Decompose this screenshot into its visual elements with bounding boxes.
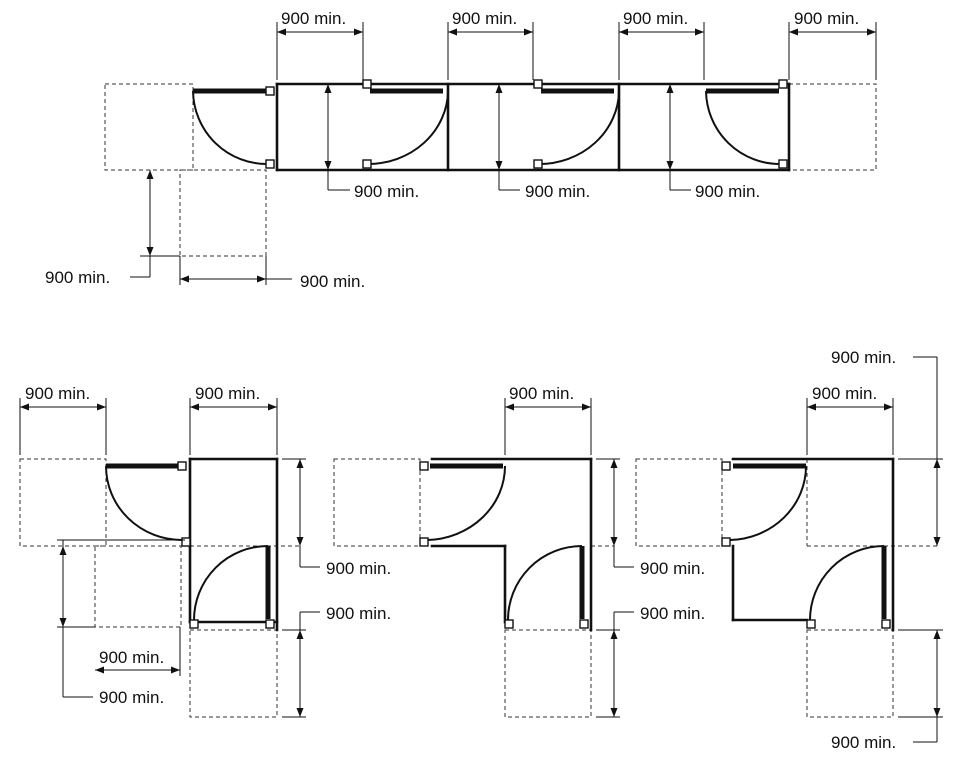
clearance-zones bbox=[19, 458, 300, 718]
dimension-label: 900 min. bbox=[452, 9, 517, 28]
clearance-zone bbox=[504, 629, 592, 718]
clearance-zone bbox=[179, 169, 267, 257]
door-hinges bbox=[265, 79, 788, 169]
door-swing-arc bbox=[192, 90, 269, 166]
hinge bbox=[504, 619, 514, 629]
door-swing-arc bbox=[507, 545, 583, 621]
dimension-label: 900 min. bbox=[640, 604, 705, 623]
bottom-left-cubicle: 900 min. 900 min. 900 min. 900 min. 900 … bbox=[19, 384, 391, 718]
cubicle-walls bbox=[731, 457, 895, 632]
hinge bbox=[721, 461, 731, 471]
hinge bbox=[806, 619, 816, 629]
dimension-label: 900 min. bbox=[640, 559, 705, 578]
dimension-lines bbox=[19, 398, 320, 718]
hinge bbox=[265, 159, 275, 169]
dimension-label: 900 min. bbox=[99, 688, 164, 707]
dimension-label: 900 min. bbox=[326, 559, 391, 578]
bottom-right-cubicle: 900 min. 900 min. 900 min. bbox=[635, 348, 943, 752]
dimension-labels: 900 min. 900 min. 900 min. 900 min. 900 … bbox=[25, 384, 391, 707]
hinge bbox=[419, 461, 429, 471]
hinge bbox=[362, 159, 372, 169]
hinge bbox=[579, 619, 589, 629]
dimension-label: 900 min. bbox=[812, 384, 877, 403]
clearance-zone bbox=[104, 83, 194, 171]
arrowheads bbox=[20, 28, 941, 717]
clearance-zone bbox=[635, 458, 723, 547]
door-hinges bbox=[177, 461, 275, 629]
door-swing-arc bbox=[705, 90, 782, 166]
dimension-label: 900 min. bbox=[99, 648, 164, 667]
dimension-label: 900 min. bbox=[695, 182, 760, 201]
door-swing-arc bbox=[105, 465, 183, 541]
hinge bbox=[721, 537, 731, 547]
cubicle-walls bbox=[275, 82, 791, 172]
cubicle-doors bbox=[105, 463, 271, 621]
door-swing-arc bbox=[809, 545, 885, 621]
bottom-middle-cubicle: 900 min. 900 min. 900 min. bbox=[333, 384, 705, 718]
door-hinges bbox=[721, 461, 891, 629]
cubicle-walls bbox=[430, 457, 593, 632]
clearance-zone bbox=[788, 83, 877, 171]
top-row-dimensions bbox=[130, 22, 877, 285]
hinge bbox=[419, 537, 429, 547]
dimension-label: 900 min. bbox=[300, 272, 365, 291]
door-swing-arc bbox=[367, 90, 449, 165]
dimension-label: 900 min. bbox=[794, 9, 859, 28]
dimension-label: 900 min. bbox=[354, 182, 419, 201]
dimension-lines bbox=[504, 398, 634, 718]
cubicle-walls bbox=[188, 457, 279, 632]
dimension-label: 900 min. bbox=[623, 9, 688, 28]
door-hinges bbox=[419, 461, 589, 629]
door-swing-arc bbox=[538, 90, 620, 165]
hinge bbox=[778, 159, 788, 169]
door-swing-arc bbox=[427, 465, 506, 541]
clearance-zone bbox=[189, 629, 278, 718]
hinge bbox=[362, 79, 372, 89]
hinge bbox=[533, 79, 543, 89]
hinge bbox=[177, 461, 187, 471]
hinge bbox=[265, 86, 275, 96]
door-swing-arc bbox=[193, 545, 269, 621]
hinge bbox=[533, 159, 543, 169]
hinge bbox=[778, 79, 788, 89]
cubicle-doors bbox=[192, 88, 782, 166]
dimension-label: 900 min. bbox=[831, 733, 896, 752]
clearance-zone bbox=[333, 458, 421, 547]
clearance-zones bbox=[333, 458, 614, 718]
hinge bbox=[181, 537, 191, 547]
dimension-label: 900 min. bbox=[45, 268, 110, 287]
dimension-label: 900 min. bbox=[831, 348, 896, 367]
cubicle-doors bbox=[427, 463, 585, 621]
dimension-labels: 900 min. 900 min. 900 min. bbox=[509, 384, 705, 623]
hinge bbox=[881, 619, 891, 629]
dimension-label: 900 min. bbox=[326, 604, 391, 623]
hinge bbox=[189, 619, 199, 629]
top-row-dimension-labels: 900 min. 900 min. 900 min. 900 min. 900 … bbox=[45, 9, 859, 291]
cubicle-doors bbox=[729, 463, 887, 621]
dimension-labels: 900 min. 900 min. 900 min. bbox=[812, 348, 896, 752]
dimension-label: 900 min. bbox=[509, 384, 574, 403]
clearance-zone bbox=[94, 545, 182, 628]
dimension-lines bbox=[806, 356, 943, 743]
dimension-label: 900 min. bbox=[25, 384, 90, 403]
clearance-zone bbox=[19, 458, 107, 547]
dimension-label: 900 min. bbox=[525, 182, 590, 201]
clearance-zone bbox=[806, 629, 894, 718]
dimension-label: 900 min. bbox=[195, 384, 260, 403]
dimension-label: 900 min. bbox=[281, 9, 346, 28]
door-swing-arc bbox=[729, 465, 807, 541]
hinge bbox=[265, 619, 275, 629]
top-row-cubicles: 900 min. 900 min. 900 min. 900 min. 900 … bbox=[45, 9, 877, 291]
